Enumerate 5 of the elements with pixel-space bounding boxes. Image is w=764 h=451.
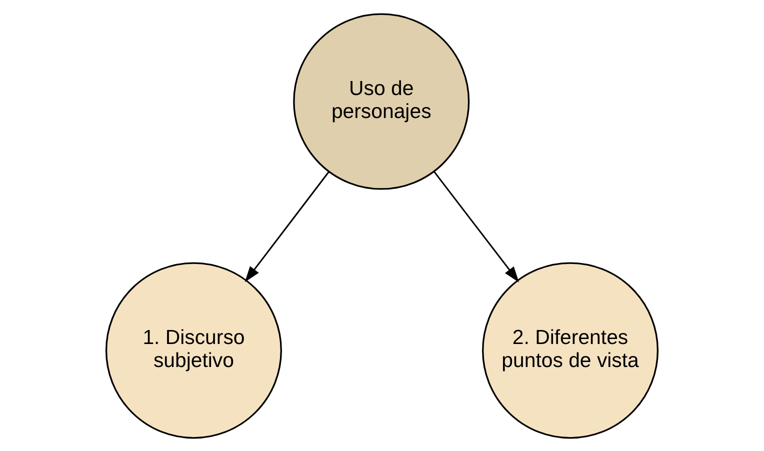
- node-circle: Uso de personajes: [293, 12, 470, 190]
- node-circle: 1. Discurso subjetivo: [105, 262, 282, 438]
- arrow: [433, 170, 520, 282]
- arrow: [244, 170, 330, 282]
- node-circle: 2. Diferentes puntos de vista: [482, 262, 659, 438]
